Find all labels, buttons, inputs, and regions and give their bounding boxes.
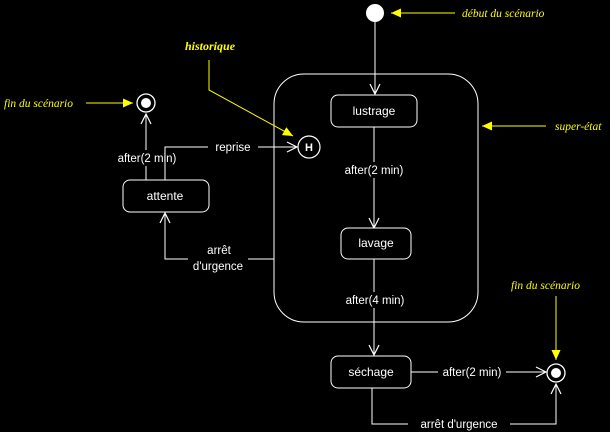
label-after-2min-sechage: after(2 min) [443,367,502,379]
state-attente-label: attente [147,189,184,203]
label-reprise: reprise [215,142,250,154]
history-state [297,135,321,159]
label-arret-urgence-bottom: arrêt d'urgence [421,419,498,431]
label-after-2min-attente: after(2 min) [118,153,177,165]
note-fin-scenario-right: fin du scénario [511,280,580,292]
label-after-4min: after(4 min) [346,295,405,307]
note-super-etat: super-état [555,121,602,133]
state-lavage [340,227,412,260]
note-fin-scenario-left: fin du scénario [4,98,73,110]
history-state-label: H [305,142,313,154]
note-debut-scenario: début du scénario [462,8,545,20]
label-arret-line1: arrêt [207,245,231,257]
initial-state [366,4,384,22]
note-historique: historique [185,39,236,53]
state-sechage-label: séchage [348,365,394,379]
label-arret-line2: d'urgence [193,261,243,273]
pointer-historique [208,60,294,137]
label-after-2min-lustrage: after(2 min) [345,165,404,177]
state-lustrage-label: lustrage [353,104,396,118]
super-state [273,73,479,323]
state-lavage-label: lavage [358,236,394,250]
